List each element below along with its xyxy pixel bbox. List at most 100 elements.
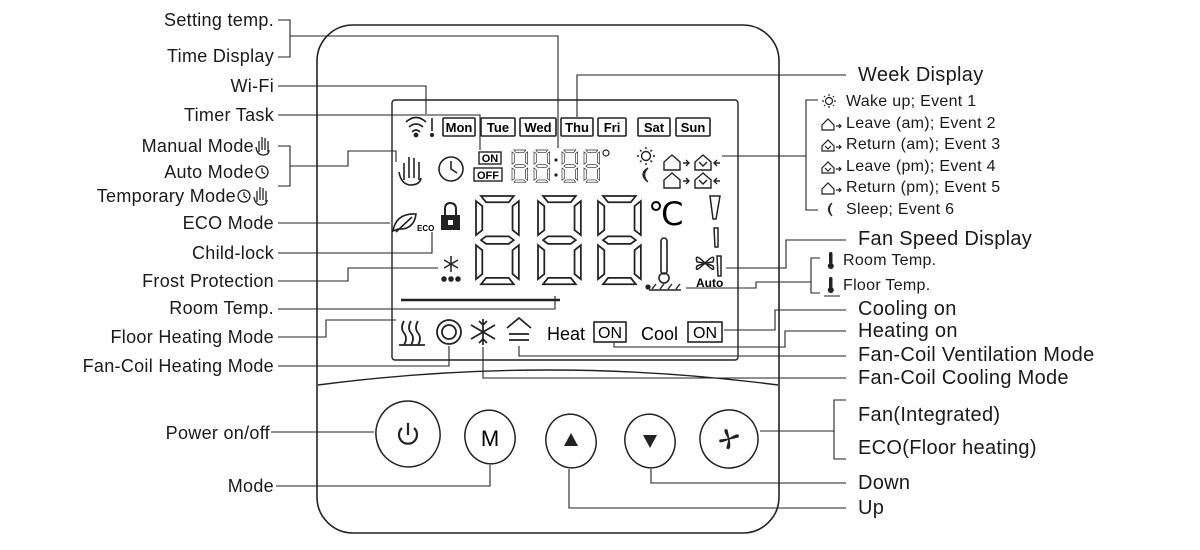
label-event-6: Sleep; Event 6 xyxy=(846,201,955,218)
day-label: Sun xyxy=(681,120,706,135)
down-button[interactable] xyxy=(619,408,681,473)
up-arrow-icon xyxy=(564,433,578,446)
wifi-icon xyxy=(405,116,435,138)
auto-text: Auto xyxy=(696,276,723,290)
label-temporary-mode: Temporary Mode xyxy=(96,186,236,206)
leave-pm-icon xyxy=(694,172,720,189)
label-floor-heating-mode: Floor Heating Mode xyxy=(110,327,274,347)
lcd-frame xyxy=(391,99,739,361)
day-box: Tue xyxy=(480,117,516,137)
legend-return-am-icon xyxy=(821,139,842,152)
power-icon xyxy=(397,423,419,445)
label-fan-coil-ventilation-mode: Fan-Coil Ventilation Mode xyxy=(858,344,1095,366)
room-temp-digits xyxy=(475,195,651,290)
heat-on-text: ON xyxy=(598,325,622,342)
legend-moon-icon xyxy=(827,202,833,217)
day-label: Sat xyxy=(644,120,665,135)
label-event-1: Wake up; Event 1 xyxy=(846,93,977,110)
return-pm-icon xyxy=(663,172,690,189)
timer-on-text: ON xyxy=(482,153,499,165)
label-wifi: Wi-Fi xyxy=(230,76,274,96)
up-button[interactable] xyxy=(540,408,602,473)
label-auto-mode: Auto Mode xyxy=(164,162,254,182)
power-button[interactable] xyxy=(369,394,448,474)
label-timer-task: Timer Task xyxy=(183,105,274,125)
lock-icon xyxy=(441,201,460,230)
moon-icon xyxy=(642,167,649,183)
legend-return-pm-icon xyxy=(821,182,842,195)
label-hand-icon xyxy=(255,137,270,156)
legend-leave-am-icon xyxy=(821,118,842,131)
leader-lines xyxy=(271,19,846,509)
label-eco-mode: ECO Mode xyxy=(182,213,274,233)
sun-icon xyxy=(637,147,655,165)
label-event-2: Leave (am); Event 2 xyxy=(846,115,996,132)
eco-leaf-icon xyxy=(391,213,417,233)
mode-button[interactable]: M xyxy=(459,404,521,469)
day-box: Sun xyxy=(675,117,711,137)
label-room-temp-left: Room Temp. xyxy=(169,298,274,318)
label-cooling-on: Cooling on xyxy=(858,298,957,320)
label-fan-coil-cooling-mode: Fan-Coil Cooling Mode xyxy=(858,367,1069,389)
label-floor-temp: Floor Temp. xyxy=(843,277,931,294)
cool-text: Cool xyxy=(641,324,678,344)
fan-coil-heating-icon xyxy=(436,319,462,345)
day-box: Mon xyxy=(442,117,476,137)
day-label: Wed xyxy=(524,120,551,135)
timer-on-off: ON OFF xyxy=(473,151,503,182)
fan-icon xyxy=(695,256,715,271)
label-event-5: Return (pm); Event 5 xyxy=(846,179,1001,196)
time-digits xyxy=(511,149,610,183)
label-week-display: Week Display xyxy=(858,64,984,86)
return-am-icon xyxy=(694,154,720,171)
celsius-unit: ℃ xyxy=(648,196,684,232)
label-child-lock: Child-lock xyxy=(191,243,274,263)
mode-button-label: M xyxy=(481,426,499,451)
floor-heating-icon xyxy=(399,320,425,346)
label-manual-mode: Manual Mode xyxy=(141,136,254,156)
day-box: Fri xyxy=(597,117,627,137)
snowflake-icon xyxy=(470,319,496,345)
label-power: Power on/off xyxy=(165,423,270,443)
label-up: Up xyxy=(858,497,885,519)
legend-leave-pm-icon xyxy=(821,161,842,174)
down-arrow-icon xyxy=(643,435,657,448)
timer-off-text: OFF xyxy=(477,170,499,182)
week-days: Mon Tue Wed Thu Fri Sat Sun xyxy=(442,117,711,137)
label-mode: Mode xyxy=(227,476,274,496)
label-fan-integrated: Fan(Integrated) xyxy=(858,404,1001,426)
legend-room-thermometer-icon xyxy=(827,252,834,269)
day-box: Sat xyxy=(637,117,671,137)
heat-text: Heat xyxy=(547,324,585,344)
floor-icon xyxy=(649,283,681,291)
frost-icon xyxy=(441,256,461,282)
label-setting-temp: Setting temp. xyxy=(164,10,274,30)
day-label: Tue xyxy=(487,120,509,135)
label-clock-icon xyxy=(255,165,269,179)
label-frost-protection: Frost Protection xyxy=(142,271,274,291)
clock-icon xyxy=(438,156,464,182)
label-time-display: Time Display xyxy=(167,46,274,66)
label-event-3: Return (am); Event 3 xyxy=(846,136,1001,153)
legend-sun-icon xyxy=(822,94,836,108)
fan-button-icon xyxy=(719,429,739,450)
label-room-temp-right: Room Temp. xyxy=(843,252,937,269)
thermometer-icon xyxy=(658,237,670,284)
legend-floor-thermometer-icon xyxy=(824,277,840,297)
day-box: Thu xyxy=(560,117,594,137)
day-box: Wed xyxy=(519,117,557,137)
label-fan-speed-display: Fan Speed Display xyxy=(858,228,1033,250)
label-fan-coil-heating-mode: Fan-Coil Heating Mode xyxy=(82,356,274,376)
fan-eco-button[interactable] xyxy=(693,403,764,474)
leave-am-icon xyxy=(663,154,690,171)
label-down: Down xyxy=(858,472,911,494)
cool-on-text: ON xyxy=(693,325,717,342)
hand-icon xyxy=(398,157,422,186)
fan-speed-bars xyxy=(709,195,722,277)
day-label: Fri xyxy=(604,120,621,135)
ventilation-icon xyxy=(506,316,532,341)
day-label: Mon xyxy=(446,120,473,135)
eco-text: ECO xyxy=(417,224,434,233)
